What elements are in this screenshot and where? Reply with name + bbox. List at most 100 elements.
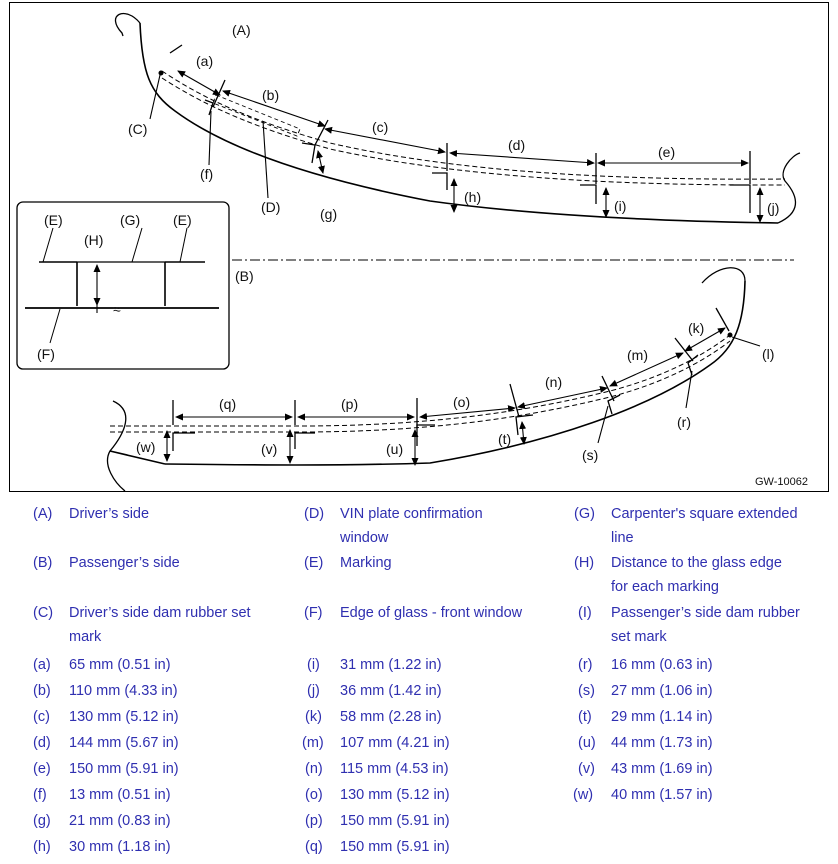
legend-text: 27 mm (1.06 in) bbox=[611, 683, 713, 699]
legend-key: (B) bbox=[33, 555, 53, 571]
legend-key: (h) bbox=[33, 839, 51, 855]
dim-a bbox=[177, 70, 221, 96]
passenger-side-dimensions bbox=[163, 327, 761, 466]
legend-text: 43 mm (1.69 in) bbox=[611, 761, 713, 777]
label-w: (w) bbox=[136, 439, 155, 455]
glass-edge-passenger bbox=[164, 280, 746, 466]
label-r: (r) bbox=[677, 414, 691, 430]
legend-text: 21 mm (0.83 in) bbox=[69, 813, 171, 829]
legend-key: (m) bbox=[302, 735, 324, 751]
legend-key: (H) bbox=[574, 555, 595, 571]
tick-k-end bbox=[674, 337, 694, 362]
glass-corner-break-left-lower bbox=[106, 400, 127, 491]
figure-code: GW-10062 bbox=[755, 476, 808, 488]
legend-text: 29 mm (1.14 in) bbox=[611, 709, 713, 725]
legend-text: 40 mm (1.57 in) bbox=[611, 787, 713, 803]
marking-v bbox=[294, 432, 315, 449]
legend-key: (i) bbox=[307, 657, 320, 673]
label-k: (k) bbox=[688, 320, 704, 336]
legend-text: VIN plate confirmation bbox=[340, 506, 483, 522]
label-d: (d) bbox=[508, 137, 525, 153]
legend-text: 107 mm (4.21 in) bbox=[340, 735, 450, 751]
legend-key: (d) bbox=[33, 735, 51, 751]
legend-key: (a) bbox=[33, 657, 51, 673]
label-g: (g) bbox=[320, 206, 337, 222]
dim-d bbox=[449, 149, 595, 167]
marking-u bbox=[416, 424, 435, 446]
legend-text-cont: for each marking bbox=[611, 579, 719, 595]
dim-g bbox=[316, 150, 325, 174]
glass-corner-break-right bbox=[777, 152, 801, 224]
legend-text: 144 mm (5.67 in) bbox=[69, 735, 179, 751]
legend-key: (f) bbox=[33, 787, 47, 803]
label-e: (e) bbox=[658, 144, 675, 160]
legend-text: Distance to the glass edge bbox=[611, 555, 782, 571]
glass-corner-break-left bbox=[115, 12, 141, 37]
legend-text: 36 mm (1.42 in) bbox=[340, 683, 442, 699]
legend-key: (I) bbox=[578, 605, 592, 621]
driver-side-dimensions bbox=[149, 70, 764, 223]
legend-key: (b) bbox=[33, 683, 51, 699]
legend-key: (A) bbox=[33, 506, 53, 522]
label-q: (q) bbox=[219, 396, 236, 412]
legend-key: (n) bbox=[305, 761, 323, 777]
legend-text: Passenger’s side dam rubber bbox=[611, 605, 800, 621]
legend-key: (r) bbox=[578, 657, 593, 673]
legend-key: (q) bbox=[305, 839, 323, 855]
label-h: (h) bbox=[464, 189, 481, 205]
leader-E-left bbox=[42, 227, 54, 263]
dim-c bbox=[324, 126, 446, 155]
legend-key: (s) bbox=[578, 683, 595, 699]
marking-t bbox=[515, 414, 534, 436]
legend-key: (D) bbox=[304, 506, 325, 522]
leader-E-right bbox=[179, 227, 188, 263]
legend-text: 130 mm (5.12 in) bbox=[340, 787, 450, 803]
legend: (A) Driver’s side (D) VIN plate confirma… bbox=[0, 500, 838, 864]
label-E-right: (E) bbox=[173, 212, 192, 228]
leader-f bbox=[208, 110, 212, 166]
legend-key: (g) bbox=[33, 813, 51, 829]
legend-key: (u) bbox=[578, 735, 596, 751]
label-G: (G) bbox=[120, 212, 140, 228]
driver-side-glass bbox=[115, 12, 801, 224]
legend-key: (G) bbox=[574, 506, 595, 522]
label-b: (b) bbox=[262, 87, 279, 103]
legend-key: (c) bbox=[33, 709, 50, 725]
dam-rubber-line-inner bbox=[161, 77, 786, 186]
marking-f bbox=[204, 99, 214, 116]
legend-text: 110 mm (4.33 in) bbox=[69, 683, 178, 699]
legend-text: Driver’s side bbox=[69, 506, 150, 522]
legend-text: Edge of glass - front window bbox=[340, 605, 523, 621]
label-H: (H) bbox=[84, 232, 103, 248]
label-I: (l) bbox=[762, 346, 774, 362]
tick-k-start bbox=[715, 307, 730, 332]
label-o: (o) bbox=[453, 394, 470, 410]
marking-g bbox=[301, 142, 316, 164]
marking-w bbox=[172, 432, 195, 451]
legend-key: (e) bbox=[33, 761, 51, 777]
legend-text: 13 mm (0.51 in) bbox=[69, 787, 171, 803]
label-i: (i) bbox=[614, 198, 626, 214]
passenger-side-markings bbox=[172, 307, 730, 451]
glass-corner-break-right-lower bbox=[701, 267, 746, 284]
legend-text: 65 mm (0.51 in) bbox=[69, 657, 171, 673]
label-F: (F) bbox=[37, 346, 55, 362]
legend-text: 150 mm (5.91 in) bbox=[340, 813, 450, 829]
legend-text: 150 mm (5.91 in) bbox=[340, 839, 450, 855]
legend-text: 31 mm (1.22 in) bbox=[340, 657, 442, 673]
windshield-dam-rubber-diagram: (A) (a) (b) (c) (d) (e) (C) (f) (D) (g) … bbox=[9, 2, 829, 492]
legend-text: Marking bbox=[340, 555, 392, 571]
dim-o bbox=[419, 405, 516, 420]
legend-key: (t) bbox=[578, 709, 592, 725]
legend-text: 16 mm (0.63 in) bbox=[611, 657, 713, 673]
label-B: (B) bbox=[235, 268, 254, 284]
marking-h bbox=[432, 172, 448, 190]
tick-m-end bbox=[601, 375, 615, 402]
marking-r bbox=[687, 354, 699, 376]
legend-text: 44 mm (1.73 in) bbox=[611, 735, 713, 751]
label-v: (v) bbox=[261, 441, 277, 457]
legend-text-cont: set mark bbox=[611, 629, 667, 645]
label-D: (D) bbox=[261, 199, 280, 215]
legend-text: Carpenter's square extended bbox=[611, 506, 798, 522]
inset-gap-symbol: ≈ bbox=[113, 301, 121, 317]
